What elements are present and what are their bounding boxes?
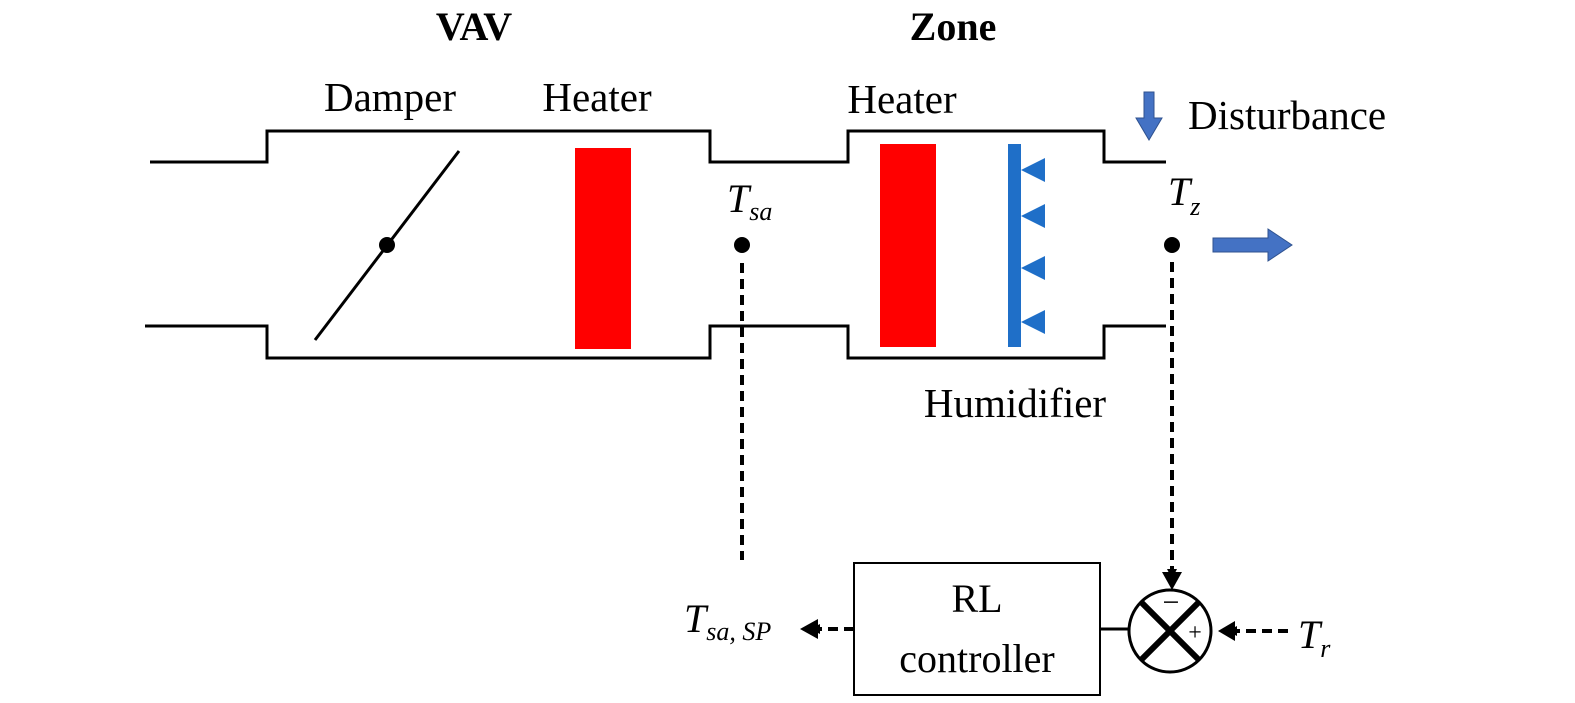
humidifier-nozzle bbox=[1021, 158, 1045, 182]
tr-main: T bbox=[1298, 612, 1323, 657]
tsa-symbol: Tsa bbox=[727, 176, 772, 226]
vav-heater-block bbox=[575, 148, 631, 349]
summing-junction bbox=[1127, 588, 1213, 674]
tsa-sub: sa bbox=[749, 197, 772, 226]
tz-main: T bbox=[1168, 169, 1193, 214]
humidifier-nozzle bbox=[1021, 204, 1045, 228]
signal-lines bbox=[740, 262, 1288, 636]
humidifier-bar bbox=[1008, 144, 1021, 347]
tr-symbol: Tr bbox=[1298, 612, 1331, 663]
tsasp-symbol: Tsa, SP bbox=[684, 596, 771, 646]
rl-controller-label-line2: controller bbox=[899, 636, 1055, 681]
tsasp-main: T bbox=[684, 596, 709, 641]
tz-symbol: Tz bbox=[1168, 169, 1200, 221]
humidifier bbox=[1008, 144, 1045, 347]
rl-controller-box bbox=[853, 562, 1101, 696]
vav-heater-label: Heater bbox=[542, 74, 652, 120]
tz-sub: z bbox=[1189, 192, 1200, 221]
tsasp-arrowhead-icon bbox=[800, 619, 818, 639]
disturbance-label: Disturbance bbox=[1188, 92, 1386, 138]
duct-outline bbox=[145, 129, 1166, 360]
tsa-sensor-point bbox=[734, 237, 750, 253]
tz-sensor-point bbox=[1164, 237, 1180, 253]
zone-heater-label: Heater bbox=[847, 76, 957, 122]
duct-top-wall bbox=[150, 129, 1166, 164]
disturbance-arrow-icon bbox=[1135, 91, 1163, 141]
damper-pivot bbox=[379, 237, 395, 253]
tr-arrowhead-icon bbox=[1218, 621, 1235, 641]
rl-controller-label-line1: RL bbox=[951, 576, 1002, 621]
duct-bottom-wall bbox=[145, 324, 1166, 360]
humidifier-nozzle bbox=[1021, 256, 1045, 280]
zone-section-title: Zone bbox=[910, 4, 997, 49]
summer-plus-sign: + bbox=[1188, 620, 1202, 646]
damper bbox=[313, 150, 461, 341]
tsa-main: T bbox=[727, 176, 752, 221]
zone-heater-block bbox=[880, 144, 936, 347]
tsasp-sub: sa, SP bbox=[706, 617, 771, 646]
damper-label: Damper bbox=[324, 74, 456, 120]
tr-sub: r bbox=[1320, 634, 1331, 663]
vav-section-title: VAV bbox=[436, 4, 512, 49]
humidifier-label: Humidifier bbox=[924, 380, 1107, 426]
outflow-arrow-icon bbox=[1212, 228, 1293, 262]
summer-minus-sign: − bbox=[1163, 586, 1180, 619]
tz-arrowhead-icon bbox=[1162, 572, 1182, 590]
humidifier-nozzle bbox=[1021, 310, 1045, 334]
